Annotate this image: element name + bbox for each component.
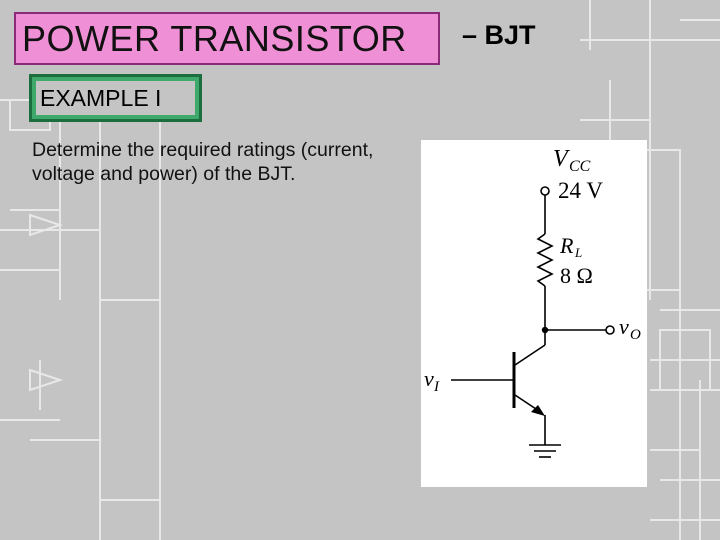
output-subscript: O bbox=[630, 327, 641, 343]
resistor-subscript: L bbox=[574, 245, 582, 260]
input-label: v bbox=[424, 366, 434, 391]
junction-dot bbox=[541, 326, 549, 334]
resistor-label: R bbox=[559, 233, 574, 258]
output-label: v bbox=[619, 314, 629, 339]
resistor-symbol bbox=[536, 233, 554, 287]
problem-statement: Determine the required ratings (current,… bbox=[32, 139, 374, 185]
circuit-diagram: V CC 24 V R L 8 Ω v O v I bbox=[421, 140, 647, 487]
slide-title: POWER TRANSISTOR bbox=[22, 17, 407, 59]
example-box: EXAMPLE I bbox=[29, 74, 202, 122]
vcc-terminal bbox=[540, 186, 550, 196]
circuit-svg: V CC 24 V R L 8 Ω v O v I bbox=[424, 146, 641, 458]
input-subscript: I bbox=[433, 379, 440, 395]
emitter-arrow bbox=[531, 405, 545, 416]
vcc-label: V bbox=[553, 146, 570, 172]
vcc-value: 24 V bbox=[558, 178, 603, 203]
example-box-inner: EXAMPLE I bbox=[36, 81, 195, 115]
output-terminal bbox=[605, 325, 615, 335]
title-box: POWER TRANSISTOR bbox=[14, 12, 440, 65]
resistor-value: 8 Ω bbox=[560, 263, 593, 288]
example-label: EXAMPLE I bbox=[40, 84, 162, 111]
vcc-subscript: CC bbox=[569, 158, 591, 175]
title-suffix: – BJT bbox=[462, 20, 536, 50]
